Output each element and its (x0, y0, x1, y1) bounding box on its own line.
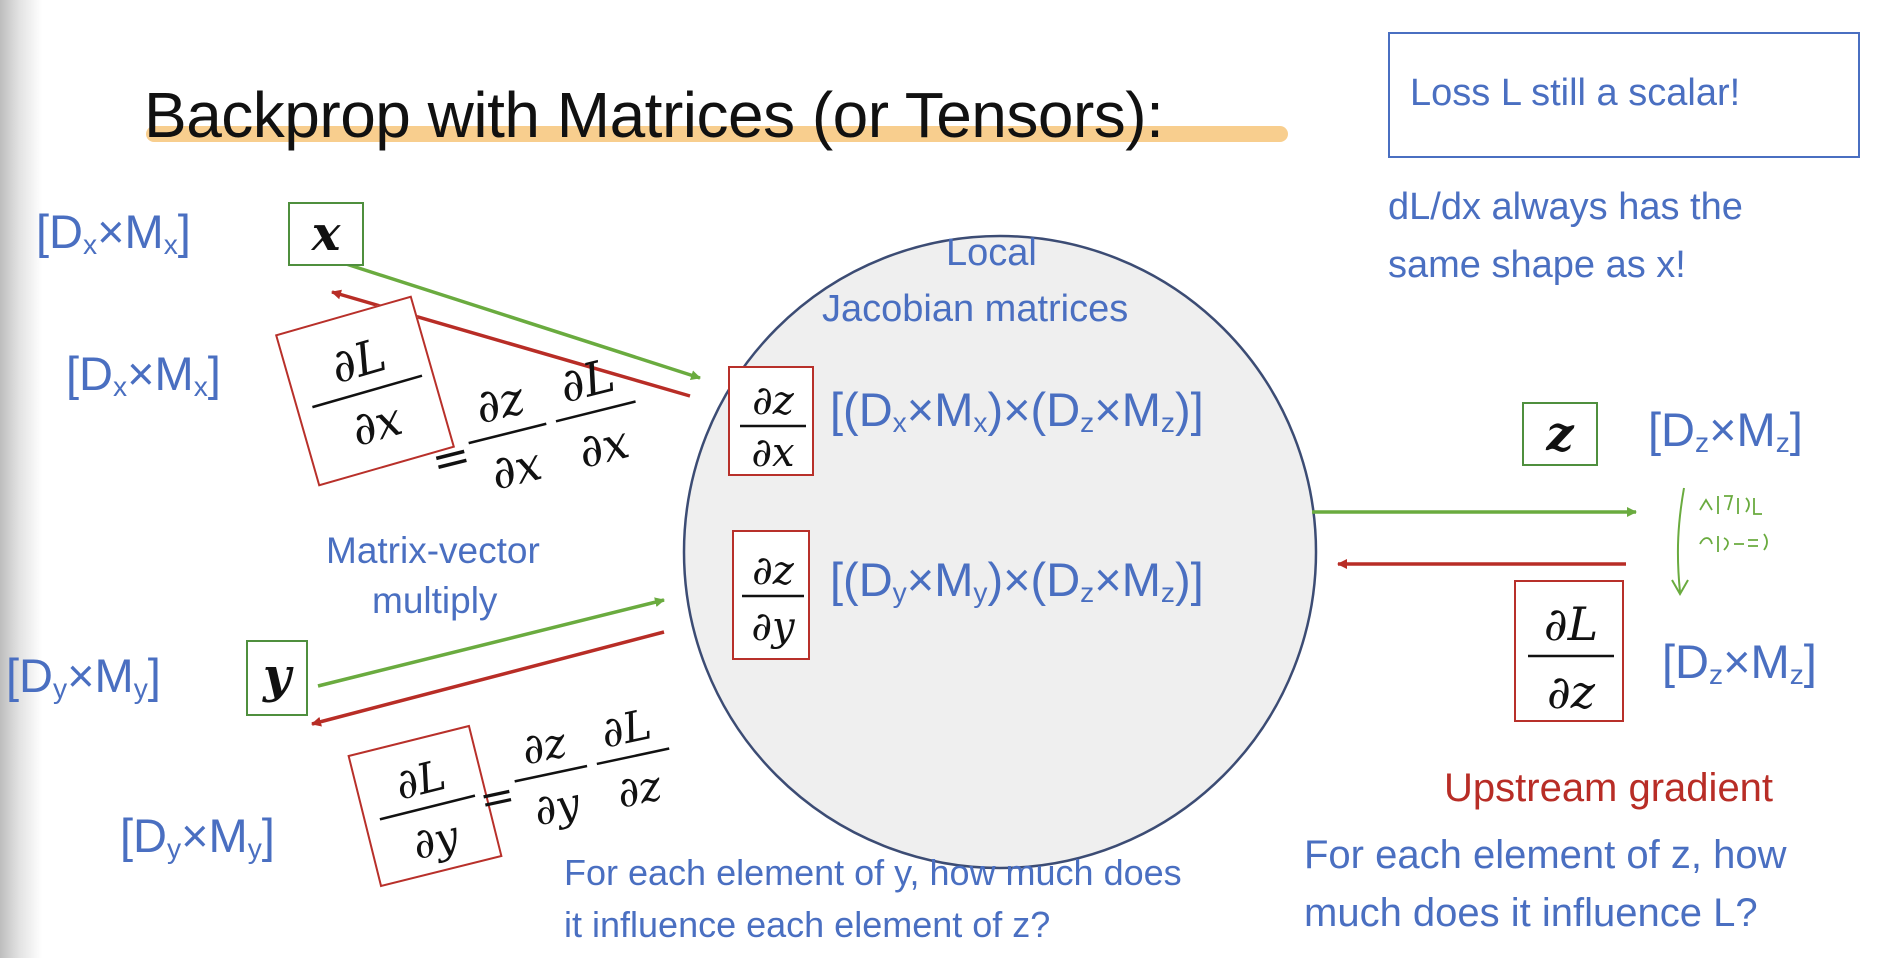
svg-text:∂L: ∂L (597, 699, 656, 757)
svg-text:∂L: ∂L (325, 327, 392, 394)
svg-text:∂L: ∂L (391, 750, 451, 810)
z-shape: [Dz×Mz] (1648, 403, 1803, 459)
svg-text:∂x: ∂x (751, 430, 794, 476)
handwritten-note (1671, 487, 1768, 597)
svg-text:∂z: ∂z (752, 548, 795, 594)
jacobian-node (682, 234, 1318, 870)
y-grad-box: ∂L ∂y (347, 724, 503, 888)
jacobian-y-box: ∂z ∂y (732, 530, 810, 660)
y-question-line1: For each element of y, how much does (564, 852, 1182, 893)
jacobian-y-expr: ∂z ∂y (742, 548, 804, 650)
y-grad-expr: ∂L ∂y (379, 750, 476, 869)
y-question-line2: it influence each element of z? (564, 904, 1051, 945)
jacobian-y-shape: [(Dy×My)×(Dz×Mz)] (830, 553, 1204, 609)
svg-text:∂x: ∂x (573, 414, 634, 478)
node-label-line1: Local (946, 232, 1037, 274)
svg-text:∂z: ∂z (612, 760, 666, 817)
z-grad-shape: [Dz×Mz] (1662, 635, 1817, 691)
svg-text:∂z: ∂z (1547, 665, 1596, 719)
y-grad-shape: [Dy×My] (120, 809, 275, 865)
svg-text:=: = (475, 769, 520, 824)
x-forward-arrow (339, 260, 701, 380)
svg-text:∂y: ∂y (408, 810, 465, 869)
x-grad-expr: ∂L ∂x (312, 327, 423, 457)
multiply-label-line2: multiply (372, 580, 498, 621)
x-variable: x (288, 202, 364, 266)
y-forward-arrow (317, 597, 665, 688)
svg-text:∂z: ∂z (517, 717, 571, 774)
shape-note-line2: same shape as x! (1388, 244, 1686, 286)
z-grad-expr: ∂L ∂z (1528, 597, 1614, 719)
shape-note-line1: dL/dx always has the (1388, 186, 1743, 228)
upstream-label: Upstream gradient (1444, 766, 1774, 810)
svg-text:∂z: ∂z (752, 378, 795, 424)
multiply-label-line1: Matrix-vector (326, 530, 540, 571)
x-grad-shape: [Dx×Mx] (66, 347, 221, 403)
slide-title: Backprop with Matrices (or Tensors): (144, 79, 1164, 151)
y-chain-rule: = ∂z ∂y ∂L ∂z (475, 699, 670, 836)
x-grad-box: ∂L ∂x (274, 295, 456, 487)
svg-text:∂L: ∂L (554, 348, 620, 414)
z-question-line2: much does it influence L? (1304, 891, 1758, 935)
title-highlight (146, 126, 1288, 142)
z-grad-box: ∂L ∂z (1514, 580, 1624, 722)
svg-text:=: = (426, 427, 476, 489)
x-shape: [Dx×Mx] (36, 205, 191, 261)
jacobian-x-expr: ∂z ∂x (740, 378, 806, 476)
y-variable: y (246, 640, 308, 716)
svg-text:∂x: ∂x (486, 436, 547, 500)
scalar-note-box (1388, 32, 1860, 158)
svg-text:∂x: ∂x (345, 391, 408, 457)
z-question-line1: For each element of z, how (1304, 833, 1787, 877)
svg-text:∂z: ∂z (470, 370, 530, 434)
jacobian-x-shape: [(Dx×Mx)×(Dz×Mz)] (830, 383, 1204, 439)
node-label-line2: Jacobian matrices (822, 288, 1129, 330)
y-shape: [Dy×My] (6, 649, 161, 705)
y-backward-arrow (311, 630, 665, 727)
slide-left-shadow (0, 0, 42, 958)
svg-text:∂L: ∂L (1544, 597, 1598, 651)
svg-text:∂y: ∂y (751, 604, 796, 650)
jacobian-x-box: ∂z ∂x (728, 366, 814, 476)
z-variable: z (1522, 402, 1598, 466)
svg-text:∂y: ∂y (530, 778, 586, 836)
scalar-note: Loss L still a scalar! (1410, 72, 1741, 114)
x-chain-rule: = ∂z ∂x ∂L ∂x (426, 348, 636, 501)
